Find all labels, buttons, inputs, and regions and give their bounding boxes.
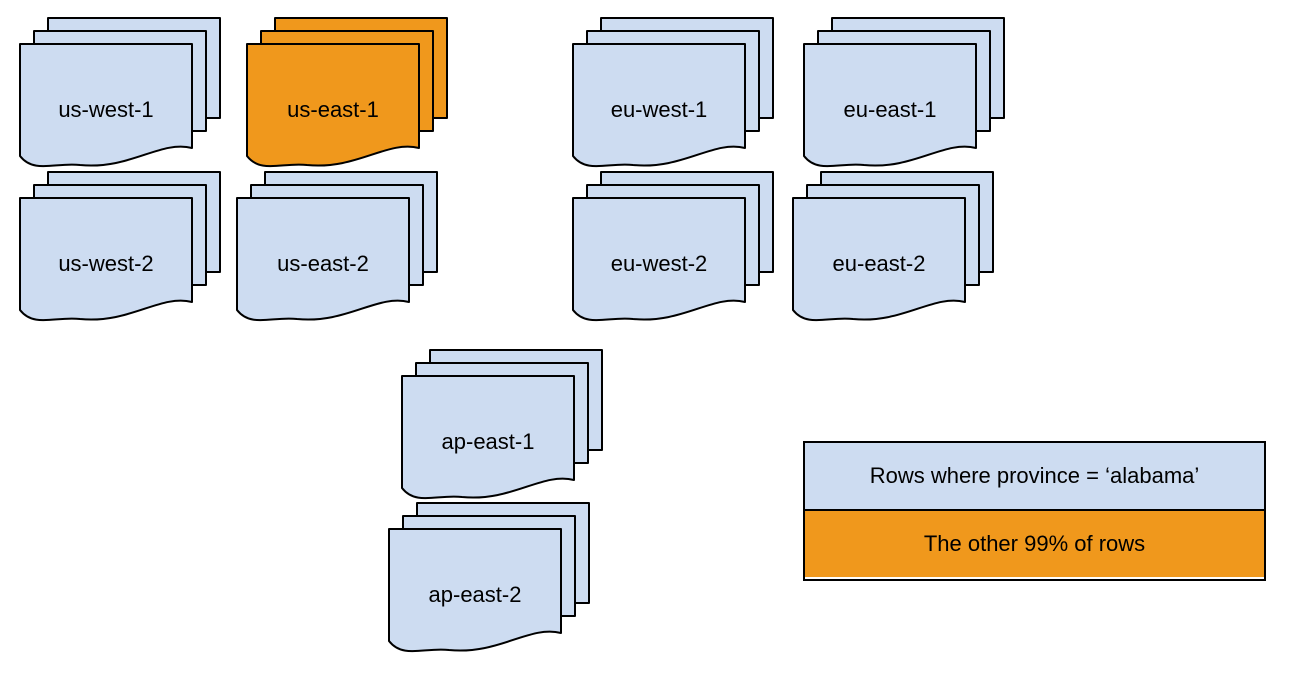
stack-document — [19, 197, 193, 322]
legend-row-alabama-rows: Rows where province = ‘alabama’ — [805, 443, 1264, 511]
region-label: ap-east-2 — [429, 582, 522, 607]
stack-document — [572, 43, 746, 168]
stack-document — [19, 43, 193, 168]
region-label: us-west-1 — [58, 97, 153, 122]
legend-row-label: The other 99% of rows — [923, 531, 1146, 556]
region-label: eu-west-1 — [611, 97, 708, 122]
region-stack-eu-west-2: eu-west-2 — [571, 170, 775, 334]
region-label: us-east-2 — [277, 251, 369, 276]
region-label: ap-east-1 — [442, 429, 535, 454]
stack-document — [572, 197, 746, 322]
region-stack-us-west-2: us-west-2 — [18, 170, 222, 334]
region-stack-ap-east-1: ap-east-1 — [400, 348, 604, 512]
region-stack-eu-west-1: eu-west-1 — [571, 16, 775, 180]
legend-row-other-rows: The other 99% of rows — [805, 511, 1264, 577]
region-stack-eu-east-1: eu-east-1 — [802, 16, 1006, 180]
legend: Rows where province = ‘alabama’ The othe… — [803, 441, 1266, 581]
region-label: eu-west-2 — [611, 251, 708, 276]
stack-document — [803, 43, 977, 168]
stack-document — [401, 375, 575, 500]
region-stack-us-east-2: us-east-2 — [235, 170, 439, 334]
stack-document — [388, 528, 562, 653]
stack-document — [246, 43, 420, 168]
region-label: eu-east-1 — [844, 97, 937, 122]
region-stack-eu-east-2: eu-east-2 — [791, 170, 995, 334]
region-stack-us-east-1: us-east-1 — [245, 16, 449, 180]
legend-row-label: Rows where province = ‘alabama’ — [869, 463, 1200, 488]
region-label: eu-east-2 — [833, 251, 926, 276]
region-label: us-east-1 — [287, 97, 379, 122]
region-label: us-west-2 — [58, 251, 153, 276]
stack-document — [792, 197, 966, 322]
region-stack-us-west-1: us-west-1 — [18, 16, 222, 180]
stack-document — [236, 197, 410, 322]
region-stack-ap-east-2: ap-east-2 — [387, 501, 591, 665]
